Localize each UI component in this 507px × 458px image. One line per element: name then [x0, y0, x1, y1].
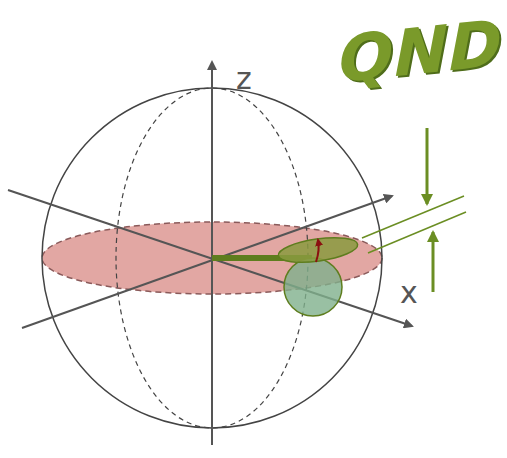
uncertainty-disk: [284, 258, 342, 316]
measurement-arrow: [426, 128, 429, 204]
measurement-line: [362, 196, 464, 238]
z-axis: [211, 62, 213, 445]
measurement-arrow: [432, 232, 435, 292]
qnd-title: QND: [339, 11, 503, 92]
axis-label: z: [236, 64, 252, 94]
measurement-line: [368, 212, 466, 253]
squeezed-ellipse: [277, 234, 359, 267]
rotation-arrow: [316, 240, 319, 262]
axis-label: x: [400, 278, 418, 308]
y-axis: [22, 196, 392, 328]
